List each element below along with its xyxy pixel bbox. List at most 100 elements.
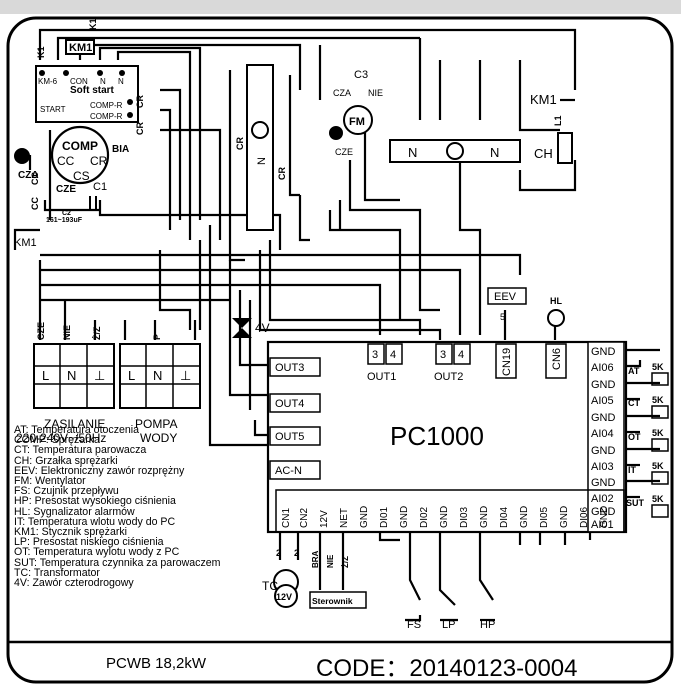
tag-nie: NIE: [62, 325, 72, 340]
right-terminal: AI05: [591, 395, 614, 407]
cr-label: CR: [135, 95, 145, 108]
right-terminal: GND: [591, 379, 616, 391]
soft-start-bottom-label: COMP-R: [90, 101, 123, 110]
bottom-terminal: CN2: [299, 508, 310, 528]
ch-label: CH: [534, 146, 553, 161]
bottom-terminal: GND: [519, 506, 530, 528]
out2-pin: 3: [440, 349, 446, 361]
out1-pin: 4: [390, 349, 396, 361]
km1-left-label: KM1: [14, 237, 37, 249]
switch-hp: HP: [480, 619, 495, 631]
sensor-value: 5K: [652, 362, 664, 372]
bottom-terminal: DI01: [379, 506, 390, 528]
soft-start-top-label: N: [100, 77, 106, 86]
legend-entry: EEV: Elektroniczny zawór rozprężny: [14, 464, 185, 477]
relay-n-label: N: [256, 157, 268, 165]
soft-start-bottom-label: START: [40, 105, 66, 114]
out1-pin: 3: [372, 349, 378, 361]
bottom-terminal: CN1: [281, 508, 292, 528]
legend-entry: SUT: Temperatura czynnika za parowaczem: [14, 556, 221, 569]
terminal-cn6: CN6: [551, 348, 563, 370]
c3-label: C3: [354, 69, 368, 81]
right-terminal: GND: [591, 412, 616, 424]
tag-p: P: [152, 334, 162, 340]
km1-coil-box: [65, 39, 95, 55]
controller-name: PC1000: [390, 421, 484, 451]
four-way-label: 4V: [255, 321, 270, 335]
cza-label: CZA: [18, 170, 39, 181]
comp-cr: CR: [90, 154, 108, 168]
sensor-value: 5K: [652, 494, 664, 504]
cc-label: CC: [30, 172, 40, 185]
supply-n: N: [67, 368, 76, 383]
right-terminal: AI03: [591, 461, 614, 473]
right-terminal: GND: [591, 506, 616, 518]
bottom-terminal: GND: [479, 506, 490, 528]
pump-ground: ⊥: [180, 368, 191, 383]
n-relay-right: N: [490, 145, 499, 160]
c1-label: C1: [93, 181, 107, 193]
soft-start-bottom-label: COMP-R: [90, 112, 123, 121]
tc-label: TC: [262, 579, 278, 593]
terminal-cn19: CN19: [501, 348, 513, 376]
bottom-terminal: 12V: [319, 510, 330, 528]
legend-entry: HP: Presostat wysokiego ciśnienia: [14, 495, 176, 508]
legend-entry: FM: Wentylator: [14, 475, 86, 488]
right-terminal: AI02: [591, 493, 614, 505]
terminal-out5: OUT5: [275, 431, 304, 443]
diagram-frame: [6, 16, 674, 684]
legend-entry: OT: Temperatura wylotu wody z PC: [14, 546, 180, 559]
right-terminal: AI04: [591, 428, 614, 440]
out2-label: OUT2: [434, 371, 463, 383]
sterownik-label: Sterownik: [312, 596, 353, 606]
legend-entry: COMP: Sprężarka: [14, 434, 100, 447]
pump-subtitle: WODY: [140, 431, 177, 445]
bottom-terminal: DI05: [539, 506, 550, 528]
bottom-terminal-strip: CN1 CN2 12V NET GND DI01 GND DI02 GND DI…: [275, 489, 625, 533]
bottom-terminal: GND: [359, 506, 370, 528]
pump-l: L: [128, 368, 135, 383]
fm-label: FM: [349, 116, 365, 128]
sterownik-box: [309, 591, 367, 609]
n-relay-left: N: [408, 145, 417, 160]
bottom-terminal: DI04: [499, 506, 510, 528]
eev-box: [487, 287, 527, 305]
terminal-ac-n: AC-N: [275, 465, 302, 477]
right-terminal: GND: [591, 445, 616, 457]
bottom-terminal: NET: [339, 508, 350, 528]
code-label: CODE：20140123-0004: [316, 655, 578, 682]
switch-lp: LP: [442, 619, 455, 631]
soft-start-title: Soft start: [70, 85, 115, 96]
bottom-terminal: GND: [599, 506, 610, 528]
right-terminal: AI01: [591, 519, 614, 531]
supply-terminal-block: [33, 343, 115, 409]
legend-entry: CH: Grzałka sprężarki: [14, 454, 118, 467]
sensor-value: 5K: [652, 461, 664, 471]
pump-title: POMPA: [135, 417, 177, 431]
terminal-out4: OUT4: [275, 398, 304, 410]
supply-l: L: [42, 368, 49, 383]
c2-value: 161~193uF: [46, 217, 83, 224]
legend-entry: IT: Temperatura wlotu wody do PC: [14, 515, 176, 528]
cr-label: CR: [235, 137, 245, 150]
switch-fs: FS: [407, 619, 421, 631]
legend-entry: 4V: Zawór czterodrogowy: [14, 577, 134, 590]
terminal-out3: OUT3: [275, 362, 304, 374]
comp-title: COMP: [62, 139, 98, 153]
transformer-12v: 12V: [276, 592, 292, 602]
tc-wire-count: 2: [276, 548, 281, 558]
soft-start-top-label: KM-6: [38, 77, 58, 86]
model-label: PCWB 18,2kW: [106, 655, 207, 672]
soft-start-top-label: CON: [70, 77, 88, 86]
eev-label: EEV: [494, 291, 517, 303]
k1-label: K1: [88, 18, 98, 30]
l1-label: L1: [553, 115, 563, 126]
fan-cza-label: CZA: [333, 88, 351, 98]
window-top-bar: [0, 0, 681, 14]
supply-title: ZASILANIE: [44, 417, 105, 431]
legend-entry: AT: Temperatura otoczenia: [14, 424, 140, 436]
bottom-terminal: DI06: [579, 506, 590, 528]
bottom-terminal: GND: [559, 506, 570, 528]
